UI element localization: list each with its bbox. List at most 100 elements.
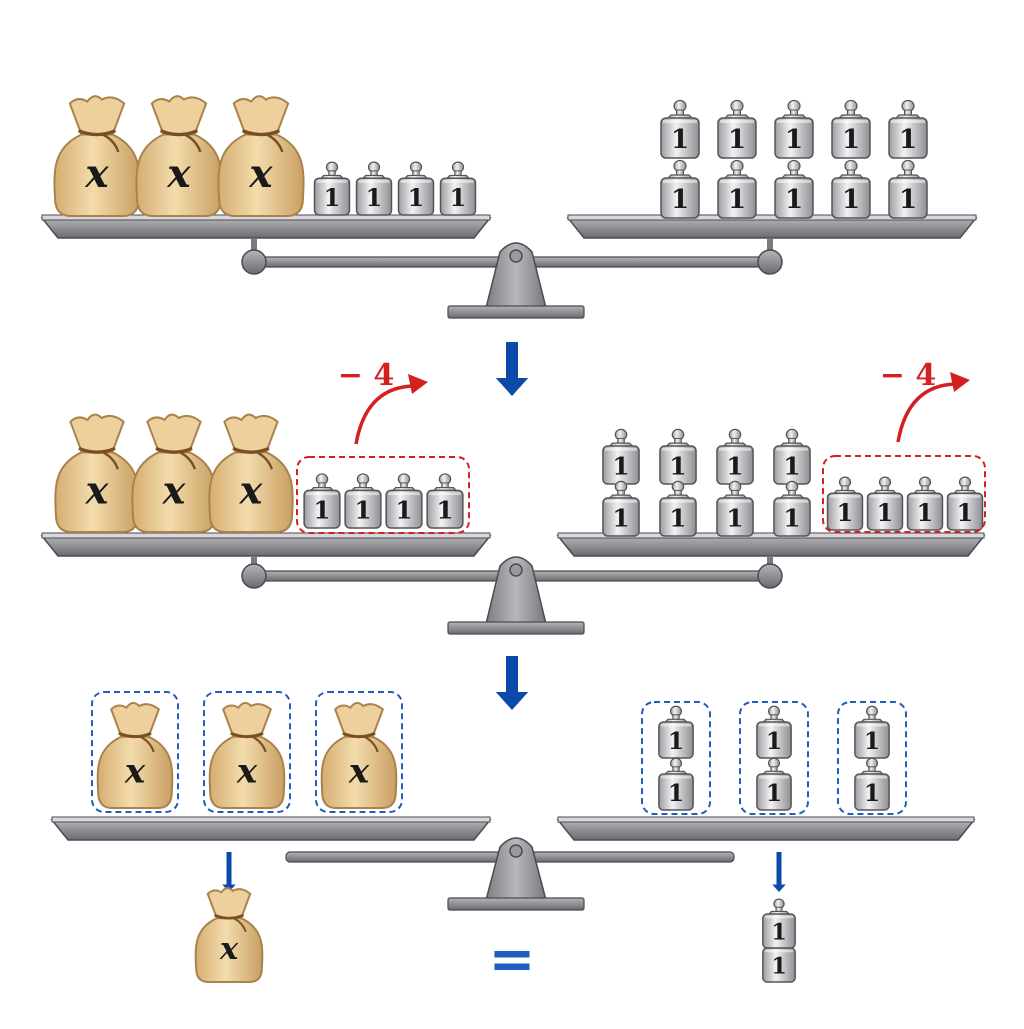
bag-label: x [236,752,258,792]
weight-icon: 1 [716,480,754,537]
weight-icon: 1 [773,428,811,485]
weight-label: 1 [313,496,330,525]
scale-base [447,305,585,319]
money-bag-icon: x [208,413,294,533]
weight-label: 1 [783,452,800,481]
weight-icon: 1 [426,473,464,529]
weight-icon: 1 [660,99,700,159]
scale-pan [566,217,978,239]
weight-icon: 1 [658,757,694,811]
scale-fulcrum [485,556,547,625]
weight-icon: 1 [773,480,811,537]
bag-label: x [166,152,191,197]
weight-label: 1 [766,727,782,755]
weight-label: 1 [728,185,746,215]
weight-label: 1 [354,496,371,525]
weight-icon: 1 [439,161,477,216]
weight-label: 1 [877,499,894,527]
curved-arrow-icon [354,374,428,445]
down-arrow-icon [772,852,786,892]
weight-icon: 1 [906,476,944,531]
weight-label: 1 [726,504,743,533]
scale-fulcrum [485,837,547,901]
weight-label: 1 [864,727,880,755]
scale-fulcrum [485,242,547,309]
weight-icon: 1 [888,159,928,219]
bag-label: x [85,468,110,513]
weight-icon: 1 [854,705,890,759]
weight-icon: 1 [303,473,341,529]
money-bag-icon: x [194,887,264,983]
weight-icon: 1 [831,159,871,219]
weight-icon: 1 [888,99,928,159]
weight-icon: 1 [602,480,640,537]
weight-label: 1 [395,496,412,525]
weight-label: 1 [450,184,467,212]
result-bag: x [194,887,264,983]
money-bag-icon: x [96,702,174,809]
scale-pan [50,819,492,841]
weight-icon: 1 [774,159,814,219]
weight-icon: 1 [717,159,757,219]
stage-3-scale [50,816,976,911]
curved-arrow-icon [896,372,970,443]
weight-label: 1 [864,779,880,807]
weight-label: 1 [728,125,746,155]
weight-icon: 1 [716,428,754,485]
weight-icon: 1 [756,705,792,759]
stage-2-scale [40,532,986,635]
bag-label: x [84,152,109,197]
weight-label: 1 [783,504,800,533]
bag-label: x [239,468,264,513]
weight-label: 1 [842,185,860,215]
scale-pan [40,217,492,239]
weight-icon: 1 [762,898,796,949]
right-removal-annotation: − 4 [880,358,936,393]
left-removal-annotation: − 4 [338,358,394,393]
scale-pan [556,819,976,841]
weight-icon: 1 [756,757,792,811]
weight-label: 1 [957,499,974,527]
weight-icon: 1 [659,480,697,537]
bag-label: x [348,752,370,792]
weight-label: 1 [917,499,934,527]
money-bag-icon: x [217,95,305,217]
weight-icon: 1 [602,428,640,485]
weight-icon: 1 [774,99,814,159]
money-bag-icon: x [53,95,141,217]
stage-2-right-removal-box [822,455,986,533]
down-arrow-icon [495,656,529,710]
weight-icon: 1 [946,476,984,531]
stage-2-left-removal-box [296,456,470,534]
weight-label: 1 [726,452,743,481]
stage-1-scale [40,214,978,319]
weight-label: 1 [837,499,854,527]
weight-label: 1 [842,125,860,155]
weight-icon: 1 [854,757,890,811]
weight-label: 1 [436,496,453,525]
weight-label: 1 [668,727,684,755]
scale-pan [556,535,986,557]
weight-label: 1 [324,184,341,212]
weight-label: 1 [771,954,786,980]
down-arrow-icon [495,342,529,396]
weight-icon: 1 [826,476,864,531]
money-bag-icon: x [208,702,286,809]
weight-label: 1 [785,185,803,215]
money-bag-icon: x [135,95,223,217]
money-bag-icon: x [131,413,217,533]
weight-icon: 1 [658,705,694,759]
weight-label: 1 [668,779,684,807]
scale-pan [40,535,492,557]
equals-sign: = [489,927,536,992]
weight-label: 1 [899,125,917,155]
money-bag-icon: x [54,413,140,533]
weight-label: 1 [612,452,629,481]
weight-label: 1 [899,185,917,215]
bag-label: x [124,752,146,792]
